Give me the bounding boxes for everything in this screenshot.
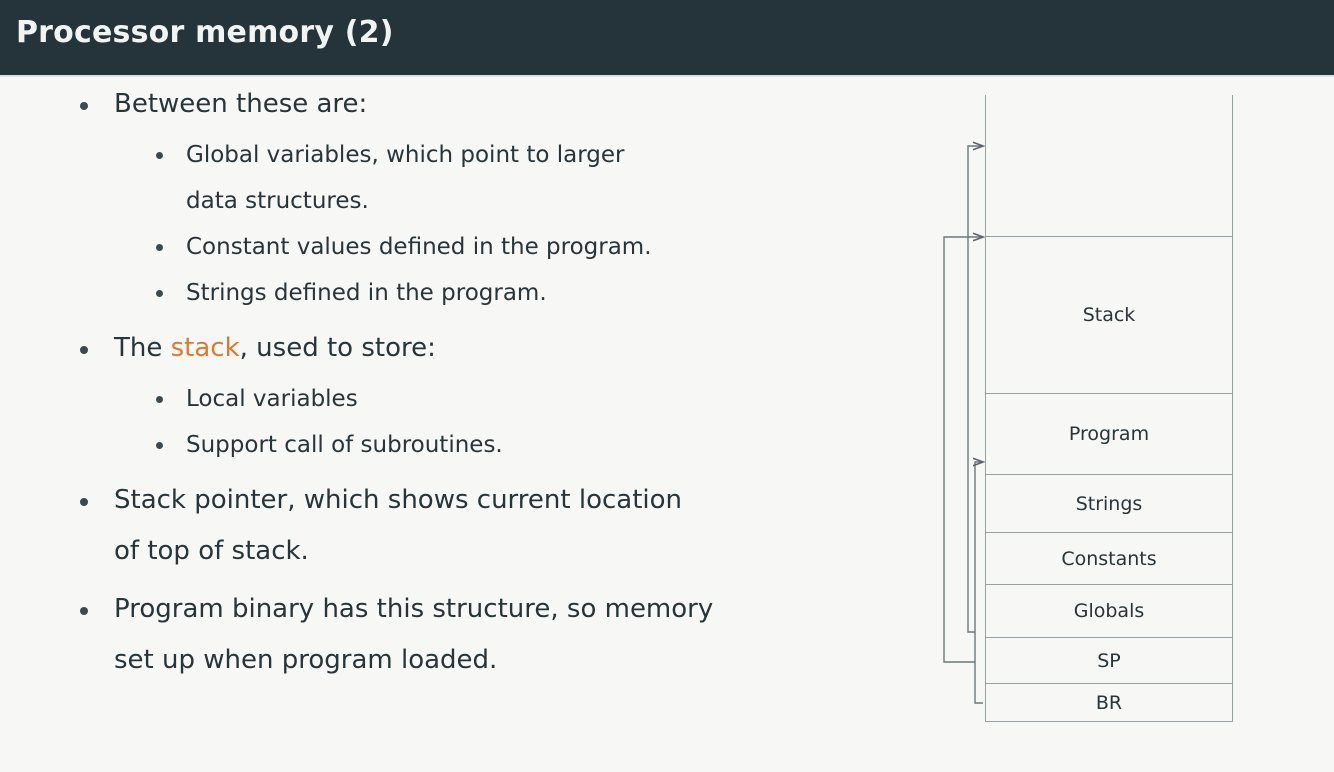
memory-block-globals: Globals xyxy=(985,585,1233,638)
bullet-text-suffix: , used to store: xyxy=(239,333,436,363)
bullet-list-level-1: Between these are: Global variables, whi… xyxy=(0,79,930,693)
bullet-text: Program binary has this structure, so me… xyxy=(114,594,714,675)
bullet-list-level-2: Global variables, which point to larger … xyxy=(114,132,930,316)
connector-globals-to-memory-top xyxy=(967,146,983,633)
memory-block-label: Stack xyxy=(1082,304,1136,326)
connector-br-to-program-bottom xyxy=(975,462,983,704)
sub-bullet-text: Local variables xyxy=(186,386,358,412)
sub-bullet-text: Strings defined in the program. xyxy=(186,280,547,306)
memory-block-free xyxy=(985,95,1233,237)
bullet-text: The stack, used to store: xyxy=(114,323,714,374)
memory-block-sp: SP xyxy=(985,638,1233,684)
memory-block-label: BR xyxy=(1095,691,1123,714)
sub-bullet-text: Global variables, which point to larger … xyxy=(186,142,625,214)
bullet-item: Program binary has this structure, so me… xyxy=(0,584,930,686)
page-title: Processor memory (2) xyxy=(16,15,394,50)
connector-arrows-group xyxy=(943,95,1260,704)
memory-block-program: Program xyxy=(985,394,1233,475)
memory-block-label: SP xyxy=(1097,649,1121,672)
memory-block-column: Stack Program Strings Constants Globals … xyxy=(985,95,1233,722)
sub-bullet-item: Global variables, which point to larger … xyxy=(114,132,930,224)
bullet-text: Stack pointer, which shows current locat… xyxy=(114,485,683,566)
highlighted-term-stack: stack xyxy=(170,333,240,363)
bullet-item: Stack pointer, which shows current locat… xyxy=(0,475,930,577)
memory-block-label: Constants xyxy=(1061,547,1157,570)
sub-bullet-text: Support call of subroutines. xyxy=(186,432,503,458)
bullet-text: Between these are: xyxy=(114,89,368,119)
slide-header-bar: Processor memory (2) xyxy=(0,0,1334,77)
memory-block-label: Program xyxy=(1068,423,1150,445)
memory-block-stack: Stack xyxy=(985,237,1233,394)
bullet-item: Between these are: Global variables, whi… xyxy=(0,79,930,316)
bullet-text-prefix: The xyxy=(114,333,171,363)
sub-bullet-item: Local variables xyxy=(114,376,930,422)
memory-block-label: Globals xyxy=(1073,600,1145,622)
memory-block-br: BR xyxy=(985,684,1233,722)
bullet-list-level-2: Local variables Support call of subrouti… xyxy=(114,376,930,468)
sub-bullet-item: Support call of subroutines. xyxy=(114,422,930,468)
connector-sp-to-stack-top xyxy=(943,237,983,663)
sub-bullet-item: Strings defined in the program. xyxy=(114,270,930,316)
slide-content: Between these are: Global variables, whi… xyxy=(0,79,930,772)
sub-bullet-text: Constant values defined in the program. xyxy=(186,234,652,260)
memory-block-label: Strings xyxy=(1075,492,1143,515)
bullet-item: The stack, used to store: Local variable… xyxy=(0,323,930,468)
memory-block-strings: Strings xyxy=(985,475,1233,533)
memory-layout-diagram: Stack Program Strings Constants Globals … xyxy=(930,95,1260,735)
sub-bullet-item: Constant values defined in the program. xyxy=(114,224,930,270)
memory-block-constants: Constants xyxy=(985,533,1233,585)
